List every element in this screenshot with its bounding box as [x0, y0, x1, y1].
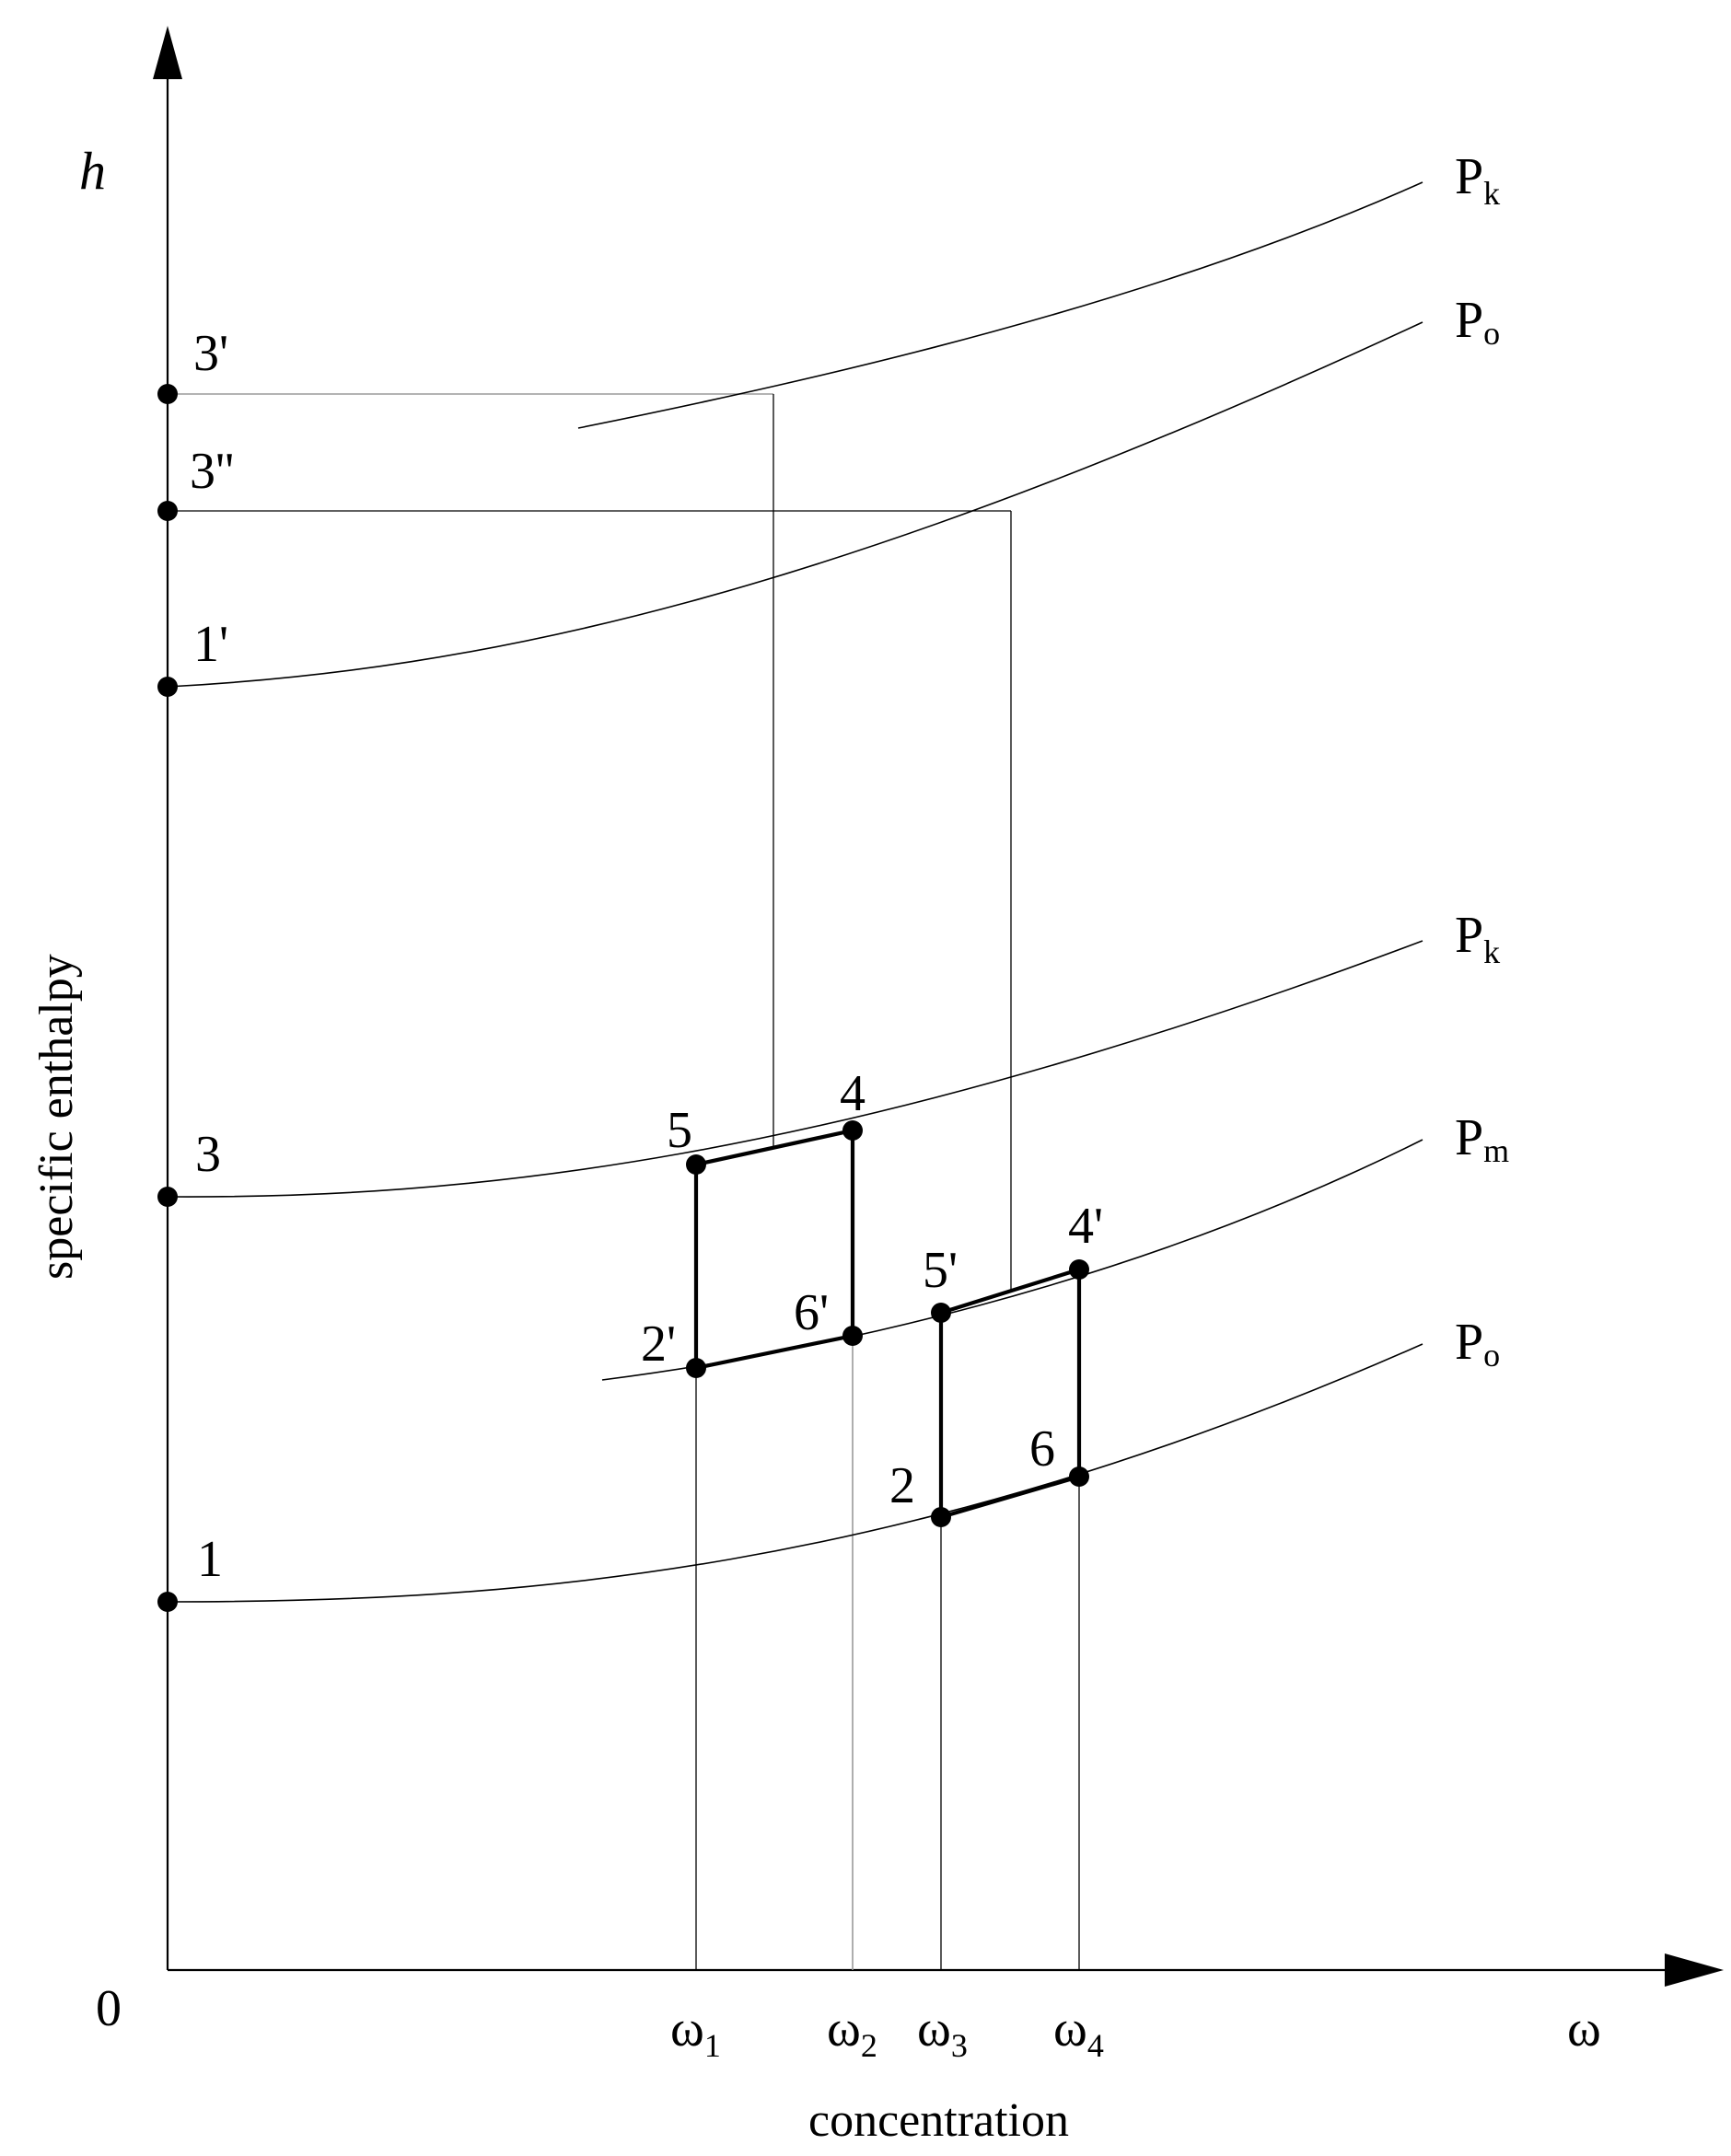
label-point-6-prime: 6' — [794, 1284, 829, 1341]
label-point-5-prime: 5' — [923, 1242, 958, 1299]
label-vapour-pk: Pk — [1455, 148, 1500, 212]
label-point-4: 4 — [840, 1065, 866, 1122]
point-1 — [157, 1592, 178, 1612]
point-3 — [157, 1187, 178, 1207]
tick-omega-2: ω2 — [827, 2000, 877, 2064]
curve-liquid-pm — [601, 1139, 1423, 1381]
point-2-prime — [686, 1358, 706, 1378]
label-point-1-prime: 1' — [193, 616, 228, 673]
label-point-3-double-prime: 3'' — [190, 443, 234, 500]
point-3-prime — [157, 384, 178, 404]
y-axis-title: specific enthalpy — [30, 954, 83, 1280]
label-point-2-prime: 2' — [641, 1316, 676, 1373]
tick-omega-4: ω4 — [1053, 2000, 1104, 2064]
y-axis-arrow — [153, 26, 182, 79]
tick-omega-1: ω1 — [670, 2000, 721, 2064]
label-liquid-pm: Pm — [1455, 1109, 1509, 1169]
point-4-prime — [1069, 1259, 1089, 1280]
curve-liquid-po — [167, 1343, 1423, 1603]
label-liquid-po: Po — [1455, 1314, 1500, 1374]
origin-label: 0 — [96, 1980, 122, 2037]
label-point-4-prime: 4' — [1068, 1198, 1103, 1255]
point-1-prime — [157, 677, 178, 697]
x-axis-title: concentration — [808, 2094, 1069, 2147]
label-point-3: 3 — [195, 1126, 221, 1183]
point-2 — [931, 1507, 951, 1527]
x-axis-symbol: ω — [1567, 2000, 1601, 2057]
curve-vapour-po — [167, 321, 1423, 688]
label-point-6: 6 — [1029, 1420, 1055, 1478]
label-liquid-pk: Pk — [1455, 907, 1500, 970]
point-5-prime — [931, 1303, 951, 1323]
y-axis-symbol: h — [79, 141, 106, 201]
point-3-double-prime — [157, 501, 178, 521]
point-5 — [686, 1154, 706, 1175]
label-vapour-po: Po — [1455, 292, 1500, 352]
x-axis-arrow — [1665, 1953, 1724, 1987]
point-4 — [842, 1120, 863, 1141]
label-point-1: 1 — [197, 1531, 223, 1588]
curve-vapour-pk — [577, 181, 1423, 429]
label-point-3-prime: 3' — [193, 325, 228, 382]
cycle-left — [693, 1128, 855, 1371]
label-point-2: 2 — [889, 1457, 915, 1514]
curve-liquid-pk — [167, 940, 1423, 1198]
point-6-prime — [842, 1326, 863, 1346]
label-point-5: 5 — [667, 1102, 692, 1159]
tick-omega-3: ω3 — [917, 2000, 968, 2064]
point-6 — [1069, 1466, 1089, 1487]
